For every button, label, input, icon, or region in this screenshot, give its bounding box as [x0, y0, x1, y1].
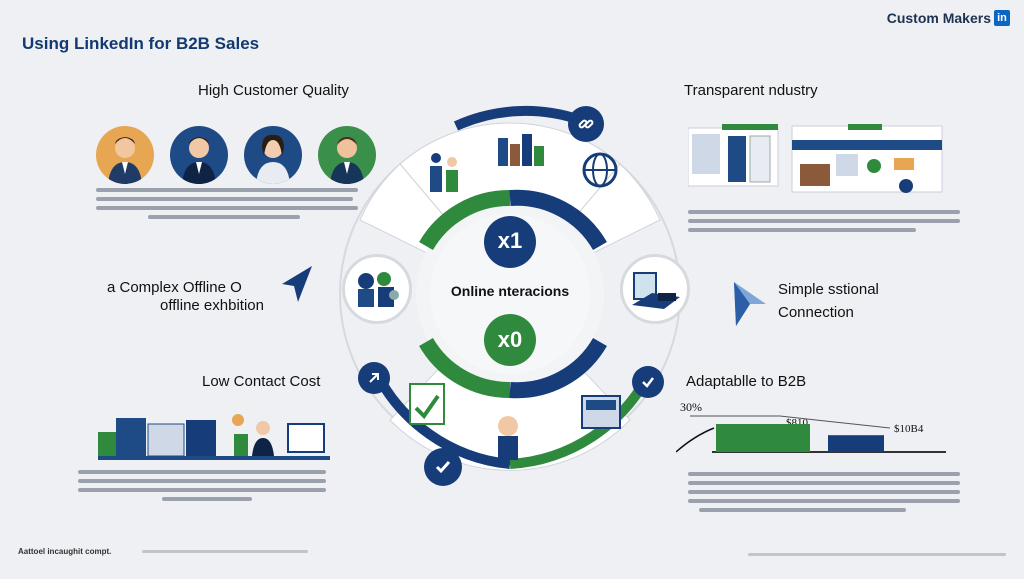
badge-x1-label: x1 — [497, 228, 523, 253]
avatar-row — [96, 126, 376, 184]
footer-text-line — [142, 550, 308, 553]
person-avatar-icon — [318, 126, 376, 184]
people-icon — [430, 153, 458, 192]
badge-x0-label: x0 — [497, 327, 523, 352]
text-block — [688, 210, 960, 232]
text-block — [688, 472, 960, 512]
chart-leader-line — [779, 415, 817, 421]
city-icon — [498, 134, 544, 166]
chart-bar — [828, 435, 884, 452]
chevron-icon — [358, 362, 390, 394]
section-title-adaptable-b2b: Adaptablle to B2B — [686, 373, 807, 390]
person-avatar-icon — [244, 126, 302, 184]
chart-trend-line — [676, 427, 715, 453]
office-illustration — [98, 414, 330, 460]
person-avatar-icon — [96, 126, 154, 184]
brand-logo: Custom Makers in — [887, 10, 1010, 26]
linkedin-icon: in — [994, 10, 1010, 26]
link-icon — [568, 106, 604, 142]
checkmark-icon — [632, 366, 664, 398]
chart-value-label: 30% — [680, 400, 702, 414]
laptop-icon — [620, 254, 690, 324]
center-label: Online nteracions — [450, 283, 570, 299]
section-title-high-customer-quality: High Customer Quality — [198, 82, 349, 99]
text-block — [78, 470, 326, 501]
label-connection: Connection — [778, 304, 854, 321]
label-simple-sstional: Simple sstional — [778, 281, 879, 298]
brand-name: Custom Makers — [886, 10, 991, 26]
section-title-transparent-industry: Transparent ndustry — [684, 82, 818, 99]
badge-x1-circle — [484, 216, 536, 268]
page-title: Using LinkedIn for B2B Sales — [22, 34, 260, 53]
text-block — [96, 188, 358, 219]
badge-x0-circle — [484, 314, 536, 366]
chart-bar — [716, 424, 810, 452]
document-icon — [409, 383, 445, 425]
label-offline-exhibition: offline exhbition — [160, 297, 264, 314]
chart-value-label: $10B4 — [894, 423, 924, 435]
b2b-bar-chart: 30% $810 $10B4 — [676, 400, 946, 453]
footer-text-line — [748, 553, 1006, 556]
team-meeting-icon — [342, 254, 412, 324]
person-avatar-icon — [170, 126, 228, 184]
footer-caption: Aattoel incaughit compt. — [18, 547, 112, 556]
handshake-icon — [498, 416, 518, 460]
label-complex-offline: a Complex Offline O — [107, 279, 242, 296]
section-title-low-contact-cost: Low Contact Cost — [202, 373, 321, 390]
paper-plane-icon — [282, 266, 312, 302]
dashboard-illustration — [688, 124, 943, 193]
globe-icon — [582, 152, 618, 188]
paper-plane-icon — [734, 282, 766, 326]
screen-icon — [581, 395, 621, 429]
chart-leader-line — [815, 419, 891, 429]
checkmark-icon — [424, 448, 462, 486]
